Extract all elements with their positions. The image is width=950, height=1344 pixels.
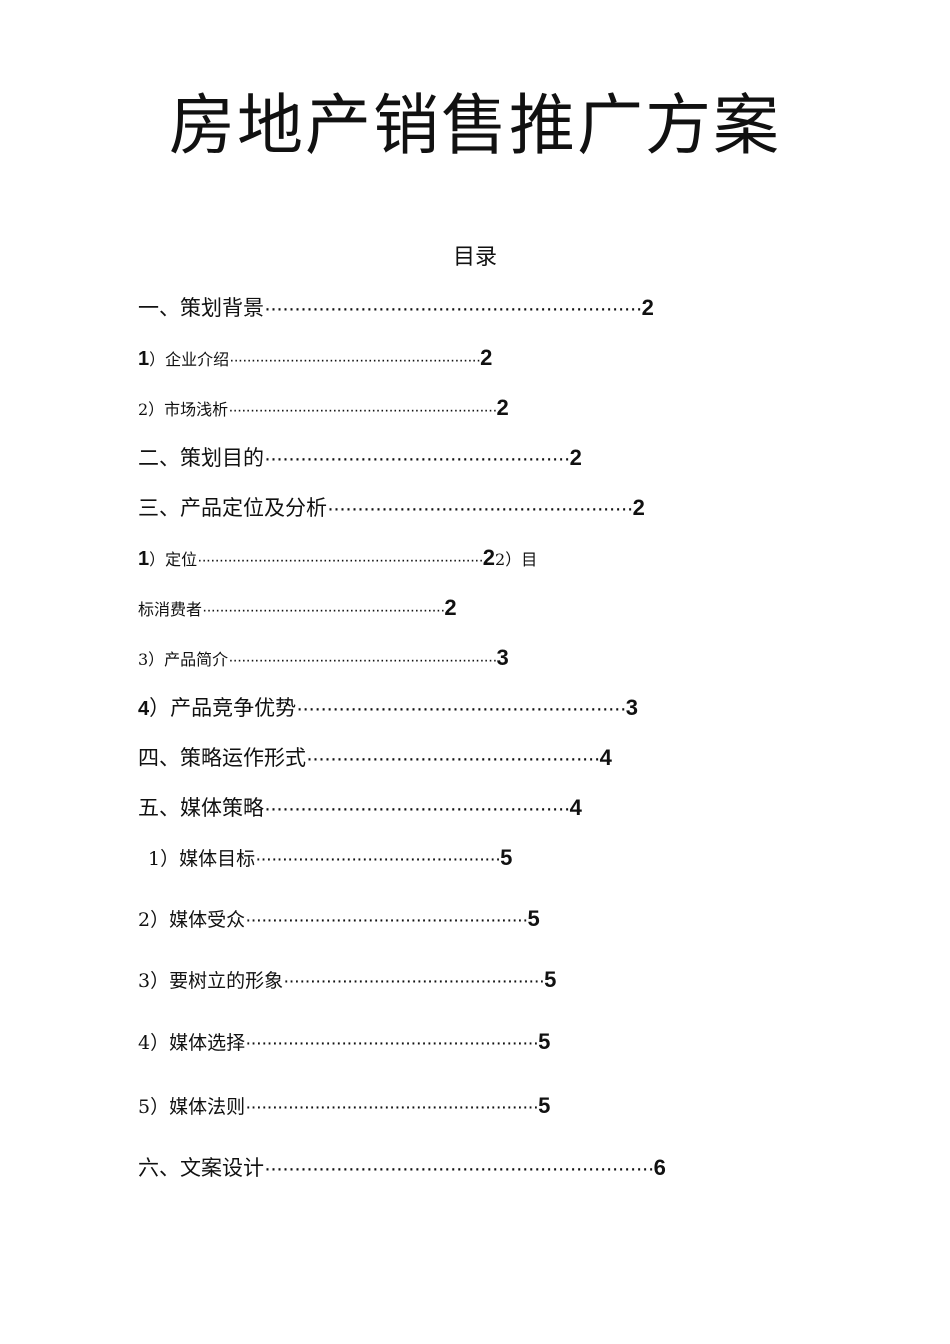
toc-entry-page: 6	[653, 1155, 666, 1180]
toc-entry-page: 2	[569, 445, 582, 470]
toc-entry-competitive-advantage[interactable]: 4）产品竞争优势································…	[138, 694, 638, 722]
toc-entry-label: 1）媒体目标	[148, 848, 256, 870]
toc-entry-media-audience[interactable]: 2）媒体受众··································…	[138, 905, 540, 933]
toc-leader-dots: ········································…	[283, 971, 545, 992]
toc-entry-page: 2	[641, 295, 654, 320]
toc-leader-dots: ········································…	[245, 910, 528, 931]
toc-entry-page: 4	[569, 795, 582, 820]
toc-entry-section-1[interactable]: 一、策划背景··································…	[138, 294, 654, 322]
toc-entry-label: ）企业介绍	[149, 350, 230, 369]
toc-entry-page: 5	[500, 845, 513, 870]
toc-entry-label: 二、策划目的	[138, 446, 264, 470]
toc-entry-label: 2）市场浅析	[138, 400, 229, 419]
toc-entry-section-4[interactable]: 四、策略运作形式································…	[138, 744, 612, 772]
toc-entry-page: 2	[444, 595, 457, 620]
toc-leader-dots: ········································…	[264, 297, 643, 320]
toc-leader-dots: ········································…	[327, 497, 634, 520]
toc-leader-dots: ········································…	[229, 352, 481, 369]
toc-leader-dots: ········································…	[228, 402, 497, 419]
toc-entry-number: 1	[138, 548, 150, 570]
toc-leader-dots: ········································…	[245, 1033, 539, 1054]
toc-leader-dots: ········································…	[202, 602, 445, 619]
document-title: 房地产销售推广方案	[169, 87, 781, 164]
toc-leader-dots: ········································…	[228, 652, 497, 669]
toc-entry-label: 4）媒体选择	[138, 1032, 246, 1054]
toc-entry-number: 4	[138, 698, 150, 720]
toc-entry-number: 1	[138, 348, 150, 370]
toc-entry-label: 标消费者	[138, 600, 203, 619]
toc-entry-page: 3	[625, 695, 638, 720]
toc-entry-section-5[interactable]: 五、媒体策略··································…	[138, 794, 582, 822]
toc-entry-overflow-text: 2）目	[495, 550, 538, 569]
toc-entry-page: 2	[496, 395, 509, 420]
toc-entry-section-3[interactable]: 三、产品定位及分析·······························…	[138, 494, 645, 522]
toc-entry-label: 一、策划背景	[138, 296, 264, 320]
toc-entry-positioning[interactable]: 1）定位····································…	[138, 544, 537, 572]
toc-entry-label: ）产品竞争优势	[149, 696, 297, 720]
toc-entry-market-analysis[interactable]: 2）市场浅析··································…	[138, 394, 509, 422]
toc-leader-dots: ········································…	[264, 1157, 655, 1180]
toc-leader-dots: ········································…	[255, 849, 501, 870]
toc-entry-target-consumers[interactable]: 标消费者····································…	[138, 594, 457, 622]
toc-entry-media-goals[interactable]: 1）媒体目标··································…	[148, 844, 512, 872]
toc-leader-dots: ········································…	[306, 747, 601, 770]
toc-entry-label: 5）媒体法则	[138, 1096, 246, 1118]
toc-entry-page: 4	[599, 745, 612, 770]
toc-leader-dots: ········································…	[264, 797, 571, 820]
toc-entry-label: 3）要树立的形象	[138, 970, 284, 992]
toc-entry-page: 5	[544, 967, 557, 992]
toc-entry-product-intro[interactable]: 3）产品简介··································…	[138, 644, 509, 672]
toc-entry-media-rules[interactable]: 5）媒体法则··································…	[138, 1092, 550, 1120]
toc-entry-page: 5	[538, 1029, 551, 1054]
toc-leader-dots: ········································…	[296, 697, 627, 720]
toc-leader-dots: ········································…	[264, 447, 571, 470]
toc-heading: 目录	[452, 245, 497, 270]
toc-entry-label: 四、策略运作形式	[138, 746, 306, 770]
toc-entry-page: 5	[538, 1093, 551, 1118]
toc-entry-label: 五、媒体策略	[138, 796, 264, 820]
toc-entry-page: 2	[482, 545, 496, 570]
toc-entry-section-2[interactable]: 二、策划目的··································…	[138, 444, 582, 472]
toc-entry-label: 2）媒体受众	[138, 909, 246, 931]
toc-entry-brand-image[interactable]: 3）要树立的形象································…	[138, 966, 556, 994]
toc-leader-dots: ········································…	[245, 1097, 539, 1118]
toc-entry-label: 3）产品简介	[138, 650, 229, 669]
toc-entry-section-6[interactable]: 六、文案设计··································…	[138, 1154, 666, 1182]
toc-entry-label: 六、文案设计	[138, 1156, 264, 1180]
toc-entry-page: 3	[496, 645, 509, 670]
toc-leader-dots: ········································…	[197, 552, 484, 569]
toc-entry-page: 5	[527, 906, 540, 931]
toc-entry-label: 三、产品定位及分析	[138, 496, 327, 520]
toc-entry-page: 2	[632, 495, 645, 520]
toc-entry-label: ）定位	[149, 550, 198, 569]
toc-entry-media-selection[interactable]: 4）媒体选择··································…	[138, 1028, 550, 1056]
toc-entry-company-intro[interactable]: 1）企业介绍··································…	[138, 344, 492, 372]
toc-entry-page: 2	[480, 345, 493, 370]
